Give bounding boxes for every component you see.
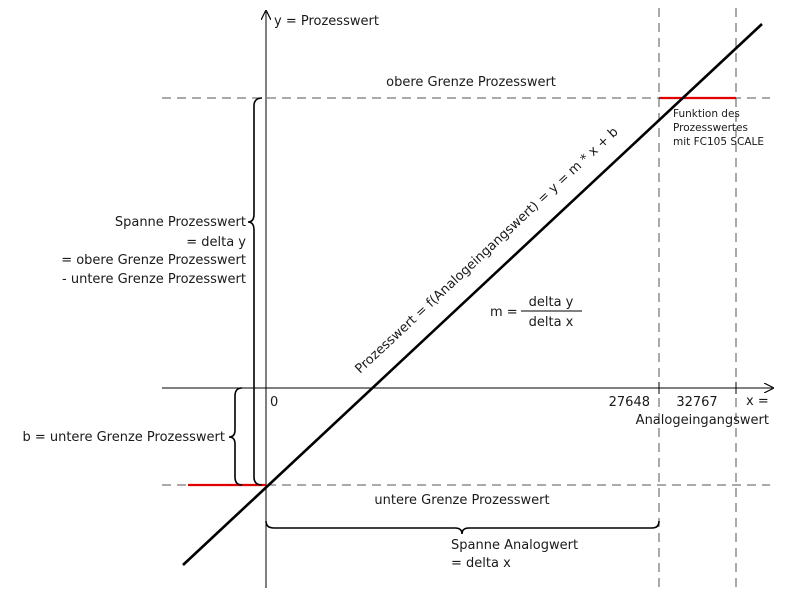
span-process-brace	[247, 97, 263, 486]
span-analog-line2: = delta x	[451, 556, 511, 571]
span-analog-brace	[265, 520, 660, 535]
x-tick-label-32767: 32767	[676, 395, 717, 410]
x-axis-label-line2: Analogeingangswert	[636, 413, 769, 428]
span-analog-line1: Spanne Analogwert	[451, 538, 578, 553]
function-note-line1: Funktion des	[673, 108, 740, 120]
span-process-line3: = obere Grenze Prozesswert	[61, 253, 246, 268]
line-equation-label: Prozesswert = f(Analogeingangswert) = y …	[352, 125, 621, 377]
slope-lhs: m =	[490, 305, 518, 320]
x-tick-label-27648: 27648	[609, 395, 650, 410]
x-tick-label-0: 0	[270, 395, 278, 410]
y-axis-label: y = Prozesswert	[274, 14, 379, 29]
lower-limit-label: untere Grenze Prozesswert	[374, 493, 549, 508]
span-process-line1: Spanne Prozesswert	[115, 215, 246, 230]
function-note-line2: Prozesswertes	[673, 122, 748, 134]
span-process-line4: - untere Grenze Prozesswert	[62, 272, 246, 287]
function-note-line3: mit FC105 SCALE	[673, 136, 764, 148]
span-process-line2: = delta y	[186, 235, 246, 250]
b-label: b = untere Grenze Prozesswert	[22, 430, 225, 445]
upper-limit-label: obere Grenze Prozesswert	[386, 75, 556, 90]
slope-numerator: delta y	[529, 295, 574, 310]
scale-function-line	[182, 23, 763, 566]
b-brace	[228, 387, 243, 486]
slope-denominator: delta x	[529, 315, 574, 330]
x-axis-label-line1: x =	[746, 394, 769, 409]
